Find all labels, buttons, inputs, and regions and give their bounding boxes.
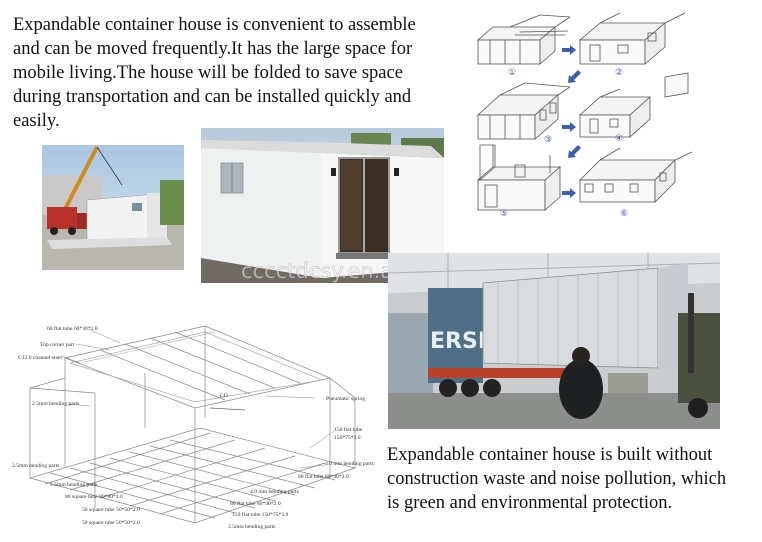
label-flat-tube-60: 60 flat tube 60*30*1.8 <box>47 325 98 332</box>
step-1-container <box>476 14 571 65</box>
label-pneumatic: Pneumatic spring <box>326 396 365 402</box>
step-arrows <box>562 45 581 198</box>
label-bending-25-bottom-left: 2.5mm bending parts <box>12 463 59 469</box>
label-size-150: 150*75*3.0 <box>334 435 361 441</box>
label-flat-tube-80-right: 80 flat tube 80*40*2.0 <box>298 473 349 480</box>
label-flat-tube-150: 150 flat tube <box>334 426 363 433</box>
label-flat-tube-80-bottom: 80 flat tube 80*40*2.0 <box>230 500 281 507</box>
step-label-5: ⑤ <box>500 209 508 219</box>
expanded-house-photo: cccctdcsy.en.alibaba.com <box>201 128 444 283</box>
arrow-down-4-5 <box>568 145 581 158</box>
intro-paragraph: Expandable container house is convenient… <box>13 15 416 131</box>
arrow-right-3-4 <box>562 122 576 132</box>
label-flat-tube-150-bottom: 150 flat tube 150*75*3.0 <box>232 511 288 518</box>
label-square-tube-50-a: 50 square tube 50*50*2.0 <box>82 507 140 513</box>
label-bending-25-bottom: 2.5mm bending parts <box>228 524 275 530</box>
step-6-container <box>579 147 693 203</box>
closing-paragraph: Expandable container house is built with… <box>387 445 727 513</box>
arrow-right-5-6 <box>562 188 576 198</box>
truck-factory-photo: ERSK <box>388 253 720 429</box>
step-label-4: ④ <box>615 134 623 144</box>
assembly-steps-diagram: ① ② ③ ④ ⑤ ⑥ <box>476 12 693 219</box>
steel-frame-diagram: 60 flat tube 60*30*1.8 Top corner part C… <box>12 325 374 530</box>
arrow-right-1-2 <box>562 45 576 55</box>
step-5-container <box>476 144 562 211</box>
label-bending-40-bottom: 4.0 mm bending parts <box>250 489 299 495</box>
step-4-container <box>578 72 689 138</box>
label-bending-25-mid: 2.5mm bending parts <box>50 482 97 488</box>
arrow-down-2-3 <box>568 70 581 83</box>
label-channel-steel: C12.6 channel steel <box>18 355 62 361</box>
step-3-container <box>476 82 571 140</box>
label-bending-25-left: 2.5mm bending parts <box>32 401 79 407</box>
label-top-corner: Top corner part <box>40 342 75 348</box>
label-bending-40-right: 4.0 mm bending parts <box>325 461 374 467</box>
step-label-2: ② <box>615 68 623 78</box>
label-cd: CD <box>220 393 228 399</box>
label-square-tube-80: 80 square tube 80*80*2.0 <box>65 494 123 500</box>
step-label-6: ⑥ <box>620 209 628 219</box>
step-2-container <box>578 12 686 65</box>
crane-photo <box>42 145 184 270</box>
label-square-tube-50-b: 50 square tube 50*50*2.0 <box>82 520 140 526</box>
step-label-3: ③ <box>544 135 552 145</box>
step-label-1: ① <box>508 68 516 78</box>
